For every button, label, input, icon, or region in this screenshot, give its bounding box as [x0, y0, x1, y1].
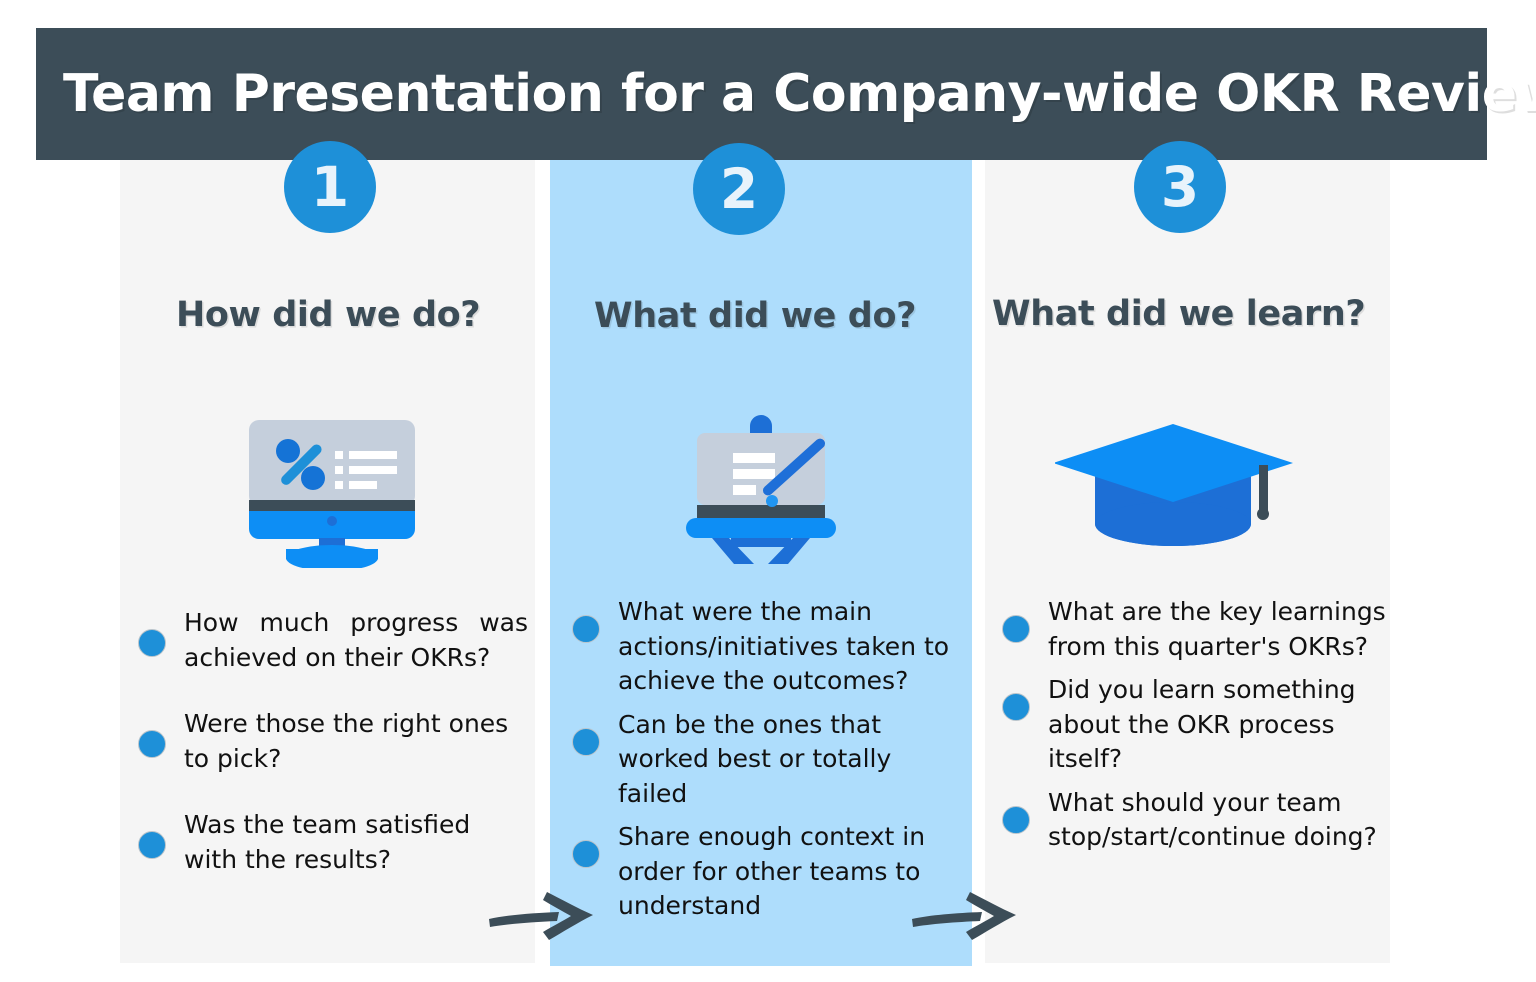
bullet-dot-icon — [1002, 805, 1030, 834]
arrow-step1-to-step2 — [485, 888, 605, 948]
bullet-text: Was the team satisfied with the results? — [184, 810, 471, 874]
bullet-dot-icon — [572, 727, 600, 756]
bullet-dot-icon — [572, 840, 600, 868]
bullet-text: Can be the ones that worked best or tota… — [618, 709, 892, 808]
column-panel-3 — [985, 160, 1390, 963]
bullet-dot-icon — [1002, 693, 1030, 721]
bullet-text: What are the key learnings from this qua… — [1048, 597, 1386, 661]
step-number-badge-1: 1 — [284, 141, 376, 233]
bullet-text: What should your team stop/start/continu… — [1048, 787, 1377, 852]
column-heading-1: How did we do? — [176, 295, 481, 335]
step-number-badge-3: 3 — [1134, 141, 1226, 233]
list-item: Were those the right ones to pick? — [138, 707, 528, 776]
bullet-dot-icon — [138, 730, 166, 758]
list-item: What were the main actions/initiatives t… — [572, 595, 964, 699]
header-bar: Team Presentation for a Company-wide OKR… — [36, 28, 1536, 160]
column-heading-3: What did we learn? — [992, 294, 1366, 334]
bullet-text: How much progress was achieved on their … — [184, 608, 528, 672]
bullet-text: Share enough context in order for other … — [618, 822, 926, 920]
list-item: Can be the ones that worked best or tota… — [572, 708, 964, 812]
column-heading-2: What did we do? — [594, 296, 917, 336]
bullet-text: Did you learn something about the OKR pr… — [1048, 675, 1356, 773]
column-panel-2 — [550, 160, 972, 966]
bullet-list-1: How much progress was achieved on their … — [138, 606, 528, 909]
arrow-step2-to-step3 — [908, 888, 1028, 948]
graduation-cap-icon — [1053, 418, 1300, 562]
list-item: Did you learn something about the OKR pr… — [1002, 673, 1387, 777]
step-number-badge-2: 2 — [693, 143, 785, 235]
page-title: Team Presentation for a Company-wide OKR… — [63, 64, 1536, 124]
step-number-label-2: 2 — [719, 156, 759, 221]
step-number-label-3: 3 — [1160, 154, 1200, 219]
bullet-text: What were the main actions/initiatives t… — [618, 597, 950, 695]
bullet-list-2: What were the main actions/initiatives t… — [572, 595, 964, 933]
list-item: What should your team stop/start/continu… — [1002, 786, 1387, 855]
bullet-list-3: What are the key learnings from this qua… — [1002, 595, 1387, 864]
column-background-2 — [550, 160, 972, 966]
bullet-dot-icon — [572, 615, 600, 643]
bullet-text: Were those the right ones to pick? — [184, 709, 509, 773]
step-number-label-1: 1 — [310, 154, 350, 219]
list-item: Share enough context in order for other … — [572, 820, 964, 924]
list-item: Was the team satisfied with the results? — [138, 808, 528, 877]
bullet-dot-icon — [138, 629, 166, 657]
list-item: How much progress was achieved on their … — [138, 606, 528, 675]
monitor-percent-icon — [247, 418, 417, 572]
bullet-dot-icon — [1002, 615, 1030, 643]
bullet-dot-icon — [138, 831, 166, 859]
list-item: What are the key learnings from this qua… — [1002, 595, 1387, 664]
presentation-easel-icon — [676, 412, 846, 571]
column-background-3 — [985, 160, 1390, 963]
